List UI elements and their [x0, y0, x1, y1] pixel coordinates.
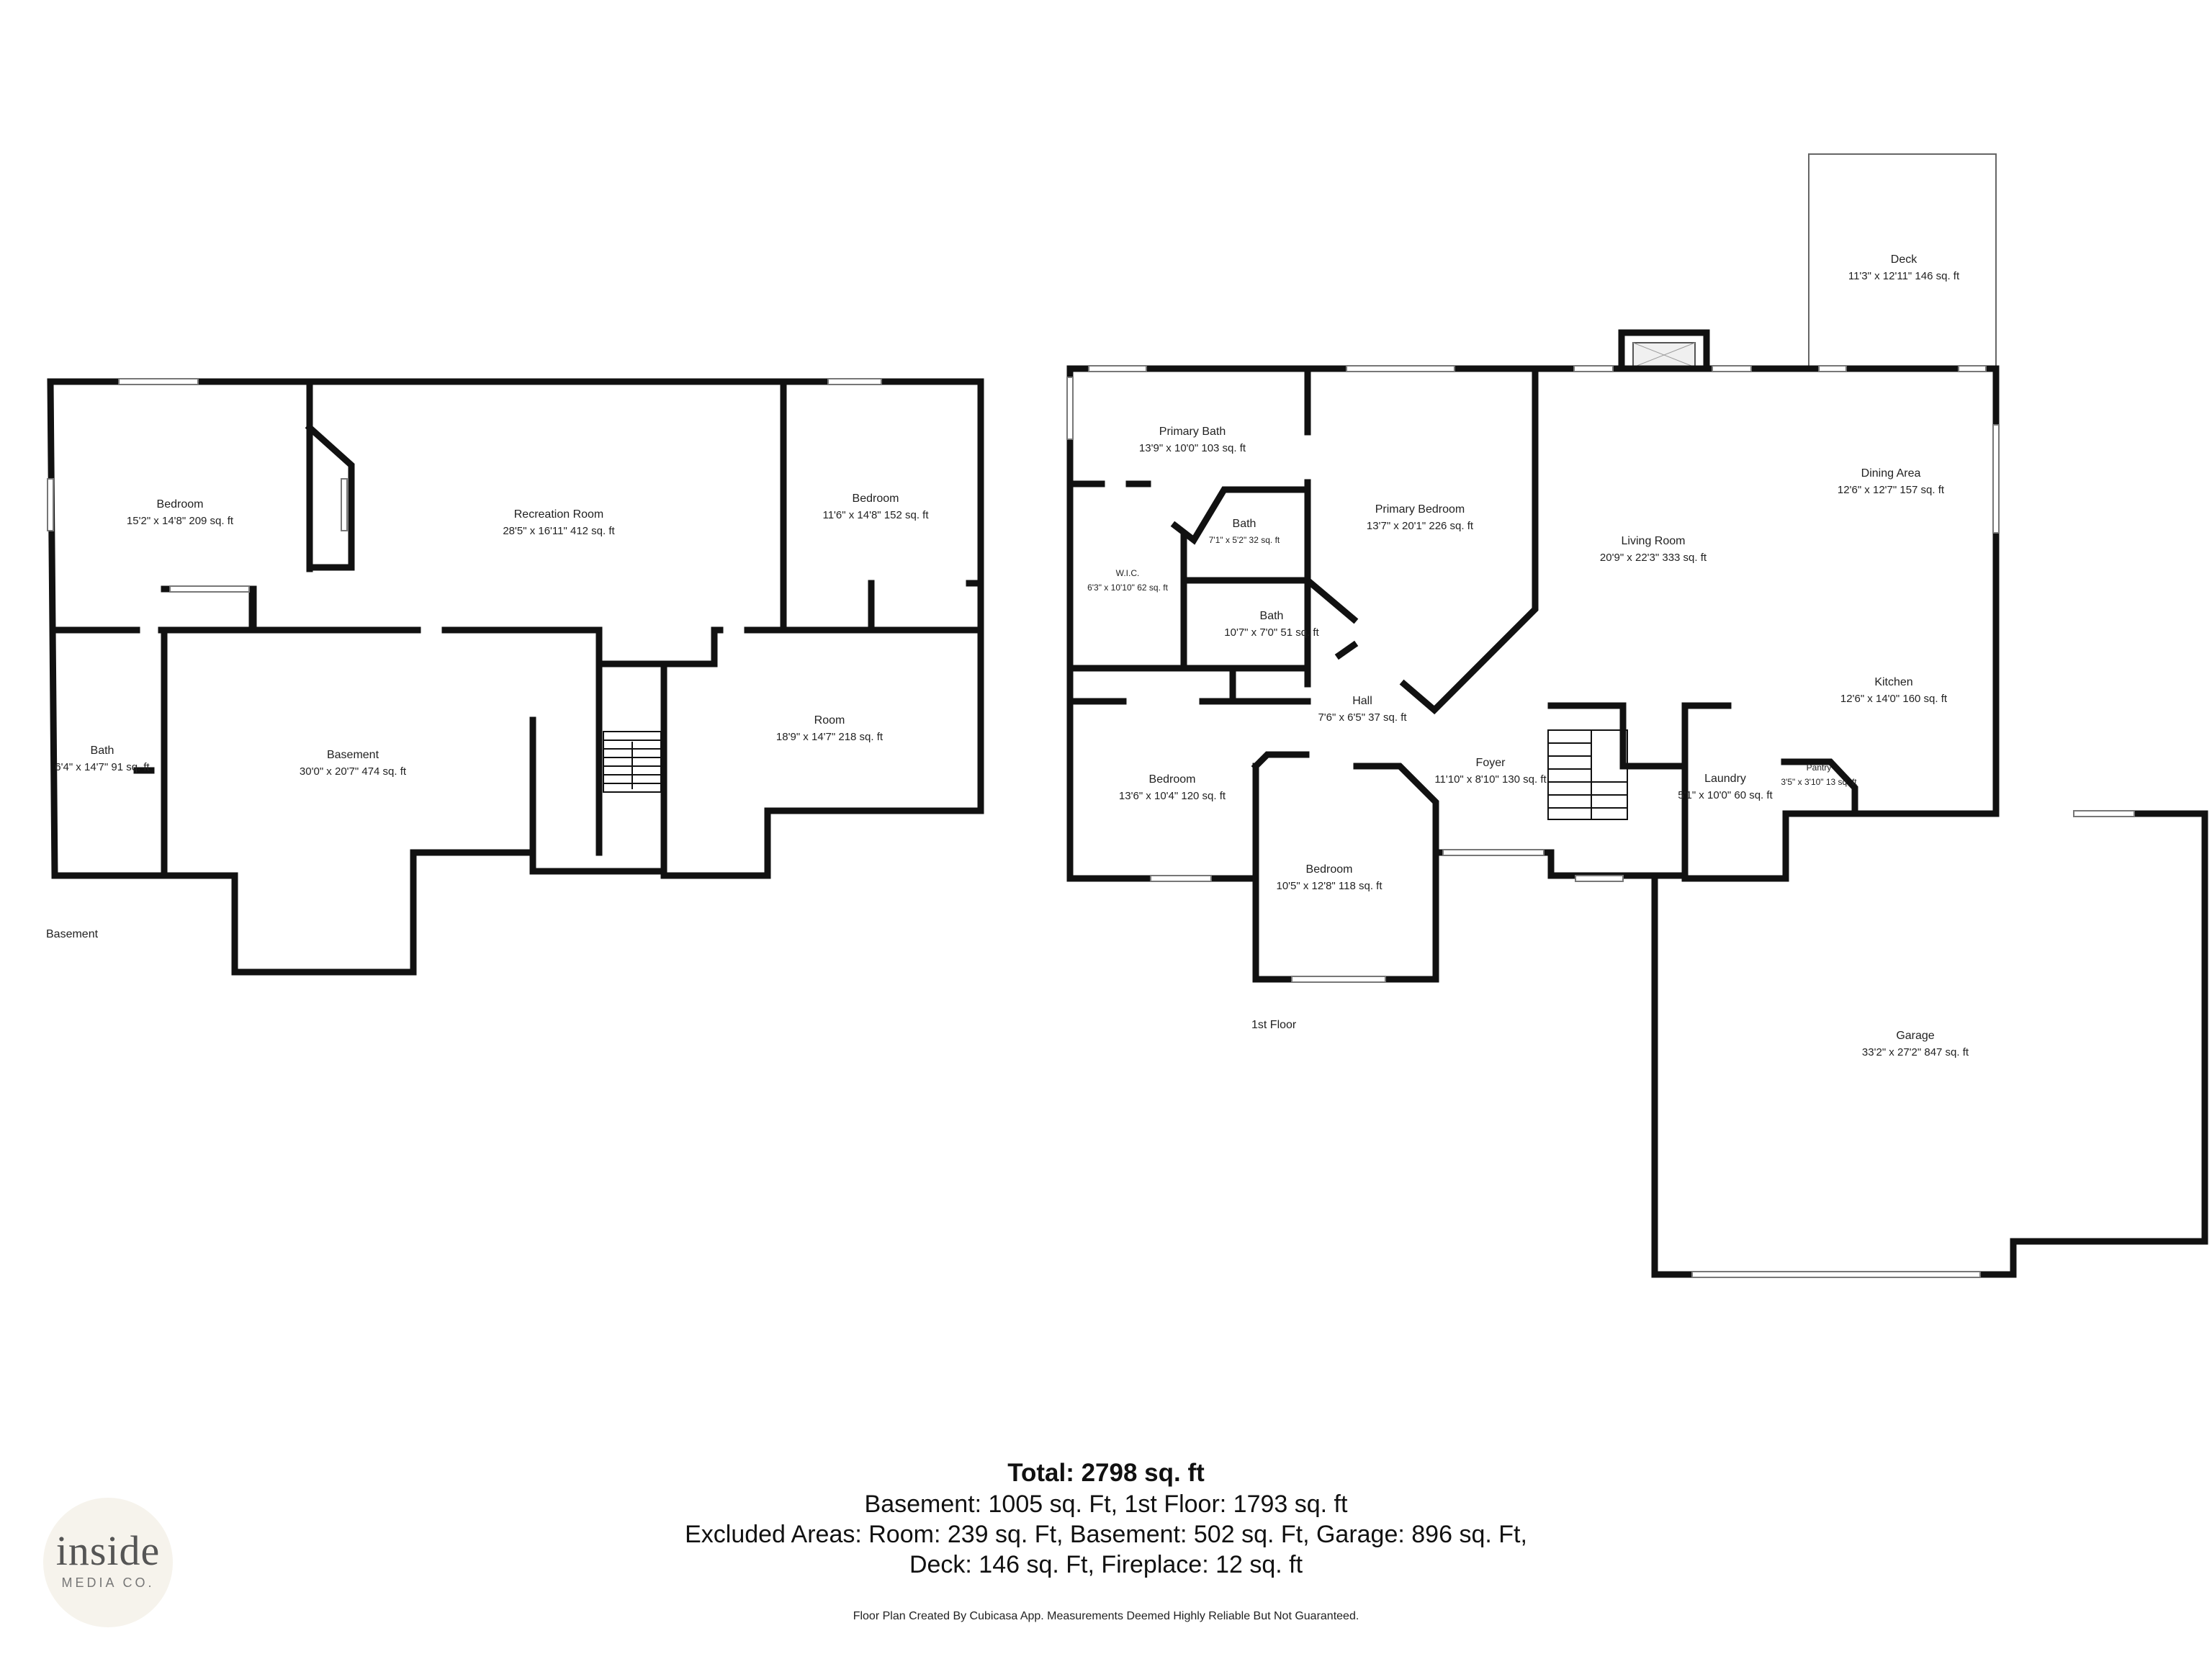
room-dims: 13'9" x 10'0" 103 sq. ft: [1139, 442, 1246, 454]
first-floor-interior-walls: [1068, 365, 1858, 983]
first-floor-outer-wall: [1066, 365, 2000, 983]
room-dims: 20'9" x 22'3" 333 sq. ft: [1600, 552, 1707, 564]
window: [1992, 424, 2000, 534]
room-dims: 5'1" x 10'0" 60 sq. ft: [1678, 789, 1773, 801]
first-floor-stairs: [1547, 729, 1628, 820]
room-name: Bath: [1233, 518, 1256, 530]
room-dims: 30'0" x 20'7" 474 sq. ft: [300, 765, 407, 778]
excluded-areas: Excluded Areas: Room: 239 sq. Ft, Baseme…: [685, 1521, 1527, 1548]
room-dims: 12'6" x 12'7" 157 sq. ft: [1838, 484, 1945, 496]
room-name: Basement: [327, 749, 379, 761]
floor-areas: Basement: 1005 sq. Ft, 1st Floor: 1793 s…: [864, 1491, 1348, 1518]
room-dims: 12'6" x 14'0" 160 sq. ft: [1840, 693, 1948, 705]
brand-logo: inside MEDIA CO.: [43, 1498, 173, 1627]
room-name: Deck: [1891, 253, 1917, 266]
room-name: Living Room: [1622, 535, 1686, 547]
room-name: Bedroom: [1306, 863, 1353, 876]
room-dims: 11'10" x 8'10" 130 sq. ft: [1434, 773, 1547, 786]
room-dims: 13'6" x 10'4" 120 sq. ft: [1119, 790, 1226, 802]
floor-label: 1st Floor: [1251, 1019, 1297, 1031]
room-name: W.I.C.: [1116, 568, 1140, 578]
room-dims: 3'5" x 3'10" 13 sq. ft: [1781, 777, 1857, 787]
basement-window: [827, 378, 882, 385]
basement-floor-plan: Bedroom 15'2" x 14'8" 209 sq. ft Recreat…: [46, 378, 984, 976]
window: [1712, 365, 1752, 372]
logo-subtitle: MEDIA CO.: [61, 1575, 155, 1590]
basement-outer-wall: [47, 378, 984, 976]
window: [1066, 377, 1074, 440]
fireplace: [1618, 329, 1710, 371]
basement-window: [47, 478, 54, 531]
window: [1442, 849, 1545, 856]
room-dims: 10'5" x 12'8" 118 sq. ft: [1276, 880, 1382, 892]
room-name: Primary Bedroom: [1375, 503, 1465, 516]
total-area: Total: 2798 sq. ft: [1007, 1459, 1205, 1487]
window: [1291, 976, 1386, 983]
room-name: Room: [814, 714, 845, 727]
basement-stairs: [603, 731, 662, 793]
room-dims: 33'2" x 27'2" 847 sq. ft: [1862, 1046, 1969, 1058]
window: [1818, 365, 1847, 372]
first-floor-plan: Deck 11'3" x 12'11" 146 sq. ft Primary B…: [1066, 153, 2208, 1278]
room-dims: 7'6" x 6'5" 37 sq. ft: [1318, 711, 1407, 724]
window: [1573, 365, 1614, 372]
room-name: Foyer: [1476, 757, 1506, 769]
window: [1958, 365, 1987, 372]
basement-window: [118, 378, 199, 385]
floor-label: Basement: [46, 928, 99, 940]
room-name: Bath: [1260, 610, 1284, 622]
room-dims: 11'3" x 12'11" 146 sq. ft: [1848, 270, 1960, 282]
disclaimer: Floor Plan Created By Cubicasa App. Meas…: [853, 1610, 1359, 1622]
basement-window: [341, 478, 348, 531]
room-name: Primary Bath: [1159, 426, 1226, 438]
garage-wall: [1651, 810, 2208, 1278]
basement-window: [169, 585, 250, 593]
excluded-areas-continued: Deck: 146 sq. Ft, Fireplace: 12 sq. ft: [909, 1551, 1303, 1578]
room-name: Recreation Room: [514, 508, 604, 521]
room-name: Kitchen: [1874, 676, 1912, 688]
room-dims: 18'9" x 14'7" 218 sq. ft: [776, 731, 884, 743]
window: [1691, 1271, 1981, 1278]
room-name: Bath: [91, 745, 114, 757]
room-name: Bedroom: [157, 498, 204, 511]
room-dims: 13'7" x 20'1" 226 sq. ft: [1367, 520, 1474, 532]
room-dims: 6'4" x 14'7" 91 sq. ft: [55, 761, 150, 773]
room-dims: 7'1" x 5'2" 32 sq. ft: [1209, 535, 1280, 545]
room-name: Garage: [1896, 1030, 1934, 1042]
window: [1088, 365, 1147, 372]
basement-interior-walls: [51, 378, 984, 879]
room-dims: 15'2" x 14'8" 209 sq. ft: [127, 515, 234, 527]
room-name: Pantry: [1807, 763, 1832, 773]
room-name: Bedroom: [853, 493, 899, 505]
logo-word: inside: [55, 1527, 161, 1574]
room-dims: 11'6" x 14'8" 152 sq. ft: [822, 509, 929, 521]
window: [1346, 365, 1455, 372]
window: [1575, 875, 1624, 882]
window: [1150, 875, 1212, 882]
room-dims: 28'5" x 16'11" 412 sq. ft: [503, 525, 615, 537]
room-name: Dining Area: [1861, 467, 1921, 480]
room-dims: 6'3" x 10'10" 62 sq. ft: [1087, 583, 1169, 593]
room-name: Laundry: [1704, 773, 1746, 785]
room-dims: 10'7" x 7'0" 51 sq. ft: [1224, 626, 1319, 639]
room-name: Hall: [1352, 695, 1372, 707]
room-name: Bedroom: [1149, 773, 1196, 786]
window: [2073, 810, 2135, 817]
area-summary: Total: 2798 sq. ft Basement: 1005 sq. Ft…: [0, 1457, 2212, 1580]
